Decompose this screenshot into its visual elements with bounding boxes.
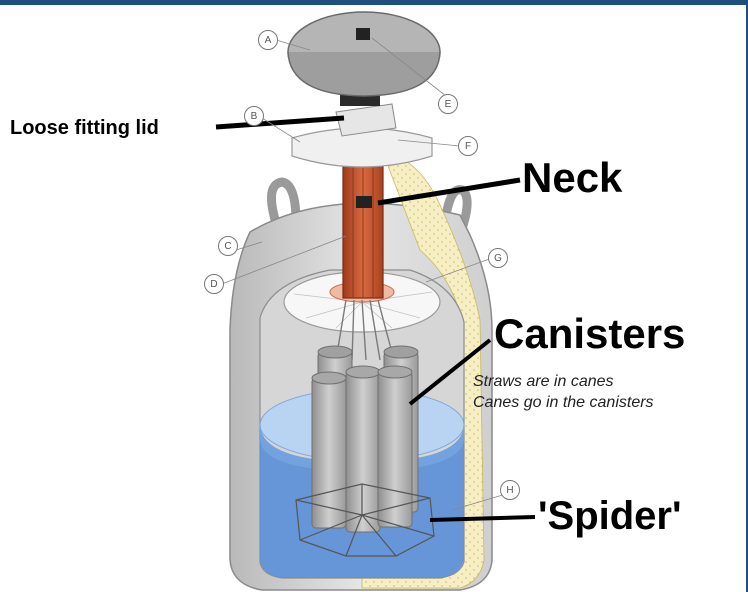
loose-lid-label: Loose fitting lid — [10, 117, 159, 139]
marker-b: B — [244, 106, 264, 126]
top-border — [0, 0, 748, 5]
marker-f: F — [458, 136, 478, 156]
spider-base — [295, 483, 435, 557]
marker-h: H — [500, 480, 520, 500]
canisters-note-1: Straws are in canes — [473, 373, 614, 390]
marker-g: G — [488, 248, 508, 268]
canisters-group — [311, 345, 419, 533]
spider-pointer — [429, 515, 536, 522]
marker-e: E — [438, 94, 458, 114]
left-handle — [267, 177, 301, 240]
tank-top-plate — [291, 127, 433, 168]
marker-a: A — [258, 30, 278, 50]
neck-clip — [356, 196, 372, 208]
neck-label: Neck — [522, 154, 623, 201]
canisters-label: Canisters — [494, 310, 686, 357]
marker-d: D — [204, 274, 224, 294]
insulation-layer — [361, 149, 485, 589]
marker-c: C — [218, 236, 238, 256]
spider-label: 'Spider' — [538, 494, 682, 538]
neck-pointer — [377, 177, 521, 206]
right-border — [746, 0, 748, 592]
canisters-note-2: Canes go in the canisters — [473, 394, 654, 411]
canisters-pointer — [408, 338, 492, 406]
loose-lid-plug — [335, 103, 397, 137]
lid-pointer — [215, 115, 345, 130]
